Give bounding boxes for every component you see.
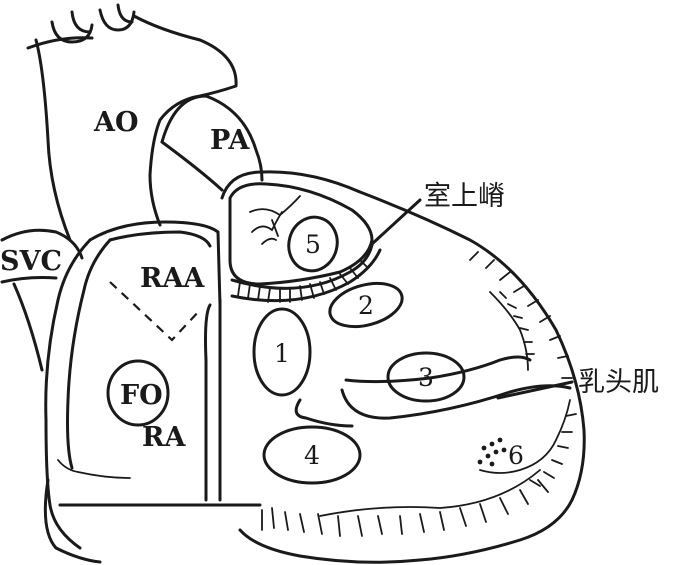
- oval-4: [262, 425, 362, 485]
- label-ra: RA: [142, 422, 186, 453]
- label-2: 2: [358, 291, 374, 320]
- pulmonary-valve: [249, 195, 301, 245]
- label-papillary: 乳头肌: [578, 367, 659, 398]
- label-1: 1: [274, 339, 290, 368]
- oval-fo: [106, 359, 170, 427]
- label-3: 3: [418, 363, 434, 392]
- oval-1: [252, 307, 312, 397]
- region-ovals: [106, 215, 466, 485]
- oval-2: [328, 281, 404, 329]
- aortic-branches: [26, 3, 136, 50]
- dots-6: [477, 437, 507, 467]
- label-crista: 室上嵴: [424, 181, 505, 212]
- papillary-trabeculations: [261, 251, 577, 537]
- oval-5: [287, 215, 339, 273]
- label-fo: FO: [120, 380, 163, 411]
- pulmonary-artery: [160, 94, 264, 192]
- svc-vessel: [0, 228, 84, 372]
- right-atrium-wall: [43, 220, 222, 564]
- label-raa: RAA: [140, 263, 205, 294]
- crista-band: [230, 243, 382, 303]
- label-svc: SVC: [0, 246, 62, 277]
- oval-3: [386, 351, 466, 403]
- labels: AO PA SVC RAA FO RA 室上嵴 乳头肌 5 2 1 3 4 6: [0, 107, 659, 470]
- label-4: 4: [304, 441, 320, 470]
- label-pa: PA: [210, 125, 250, 156]
- septum: [58, 298, 262, 507]
- right-ventricle-outline: [220, 170, 586, 564]
- label-6: 6: [508, 441, 524, 470]
- leader-lines: [370, 198, 574, 400]
- label-ao: AO: [93, 107, 138, 138]
- label-5: 5: [305, 230, 321, 259]
